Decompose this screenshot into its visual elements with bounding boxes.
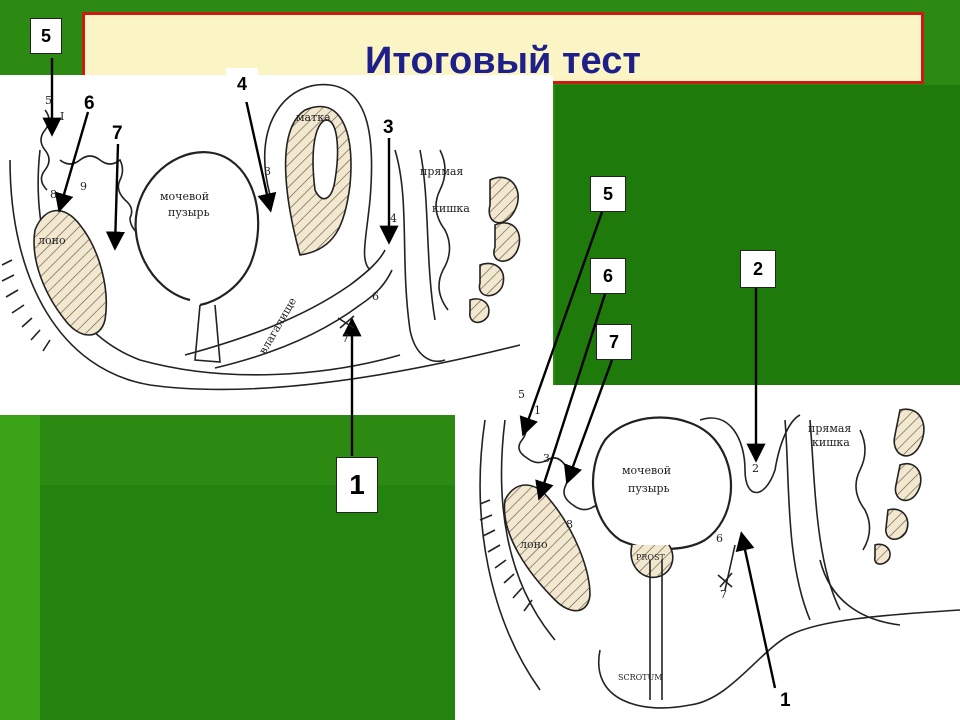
male-label-rectum-1: прямая [808,422,851,435]
female-label-rectum-2: кишка [432,202,470,215]
male-small-number: 5 [518,388,525,401]
female-label-bladder-1: мочевой [160,190,209,203]
male-sagittal-drawing [479,211,960,709]
female-sagittal-drawing [1,58,521,456]
male-small-number: 3 [543,452,550,465]
male-label-prostate: PROST [636,553,665,562]
female-small-number: 3 [264,165,271,178]
male-small-number: 7 [720,588,727,601]
male-small-number: 8 [566,518,573,531]
bg-dark-block-left [35,485,455,720]
callout-female-4: 4 [226,68,258,102]
female-small-number: 6 [372,290,379,303]
bg-light-block-left [0,415,40,720]
callout-male-7: 7 [596,324,632,360]
male-small-number: 6 [716,532,723,545]
male-small-number: 2 [752,462,759,475]
callout-female-5: 5 [30,18,62,54]
callout-female-6: 6 [84,93,95,114]
female-label-pubis: лоно [38,234,66,247]
female-small-number: 4 [390,212,397,225]
male-label-bladder-1: мочевой [622,464,671,477]
male-label-rectum-2: кишка [812,436,850,449]
female-label-rectum-1: прямая [420,165,463,178]
callout-female-7: 7 [112,123,123,144]
callout-male-5: 5 [590,176,626,212]
male-label-scrotum: SCROTUM [618,673,662,682]
female-label-vagina: влагалище [256,295,299,356]
male-label-bladder-2: пузырь [628,482,670,495]
male-label-pubis: лоно [520,538,548,551]
page-title: Итоговый тест [365,40,641,82]
female-small-number: I [60,110,64,123]
female-small-number: 8 [50,188,57,201]
callout-female-1: 1 [336,457,378,513]
female-small-number: 5 [45,94,52,107]
callout-male-2: 2 [740,250,776,288]
female-label-uterus: матка [296,111,331,124]
female-small-number: 9 [80,180,87,193]
callout-male-6: 6 [590,258,626,294]
female-label-bladder-2: пузырь [168,206,210,219]
callout-female-3: 3 [383,117,394,138]
male-small-number: 1 [534,404,541,417]
female-small-number: 7 [342,332,349,345]
callout-male-1: 1 [780,690,791,711]
